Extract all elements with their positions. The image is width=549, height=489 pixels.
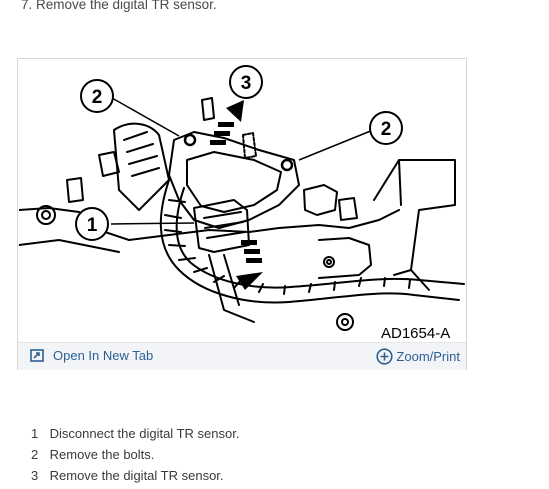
callout-2-left: 2: [80, 79, 114, 113]
figure-code: AD1654-A: [381, 325, 450, 342]
open-new-tab-icon: [30, 349, 44, 362]
step-heading: 7. Remove the digital TR sensor.: [21, 0, 217, 12]
callout-label: 2: [381, 119, 392, 140]
substep-item: 1 Disconnect the digital TR sensor.: [31, 423, 239, 444]
substep-item: 3 Remove the digital TR sensor.: [31, 465, 239, 486]
callout-1: 1: [75, 207, 109, 241]
open-in-new-tab-button[interactable]: Open In New Tab: [30, 348, 153, 363]
callout-label: 2: [92, 87, 103, 108]
zoom-print-button[interactable]: Zoom/Print: [376, 348, 460, 365]
open-in-new-tab-label: Open In New Tab: [53, 348, 154, 363]
callout-3: 3: [229, 65, 263, 99]
substep-number: 3: [31, 468, 39, 483]
substep-text: Disconnect the digital TR sensor.: [49, 426, 240, 441]
substep-text: Remove the bolts.: [49, 447, 155, 462]
figure-toolbar: Open In New Tab Zoom/Print: [18, 342, 466, 370]
substeps-list: 1 Disconnect the digital TR sensor. 2 Re…: [31, 423, 239, 486]
figure-card: 2 3 2 1 AD1654-A Open In New Tab: [17, 58, 467, 370]
substep-item: 2 Remove the bolts.: [31, 444, 239, 465]
callout-label: 3: [241, 73, 252, 94]
callout-2-right: 2: [369, 111, 403, 145]
zoom-plus-icon: [376, 348, 394, 365]
substep-number: 2: [31, 447, 39, 462]
callout-label: 1: [87, 215, 98, 236]
zoom-print-label: Zoom/Print: [396, 349, 460, 364]
substep-text: Remove the digital TR sensor.: [49, 468, 224, 483]
substep-number: 1: [31, 426, 39, 441]
tr-sensor-diagram: 2 3 2 1 AD1654-A: [19, 65, 465, 342]
